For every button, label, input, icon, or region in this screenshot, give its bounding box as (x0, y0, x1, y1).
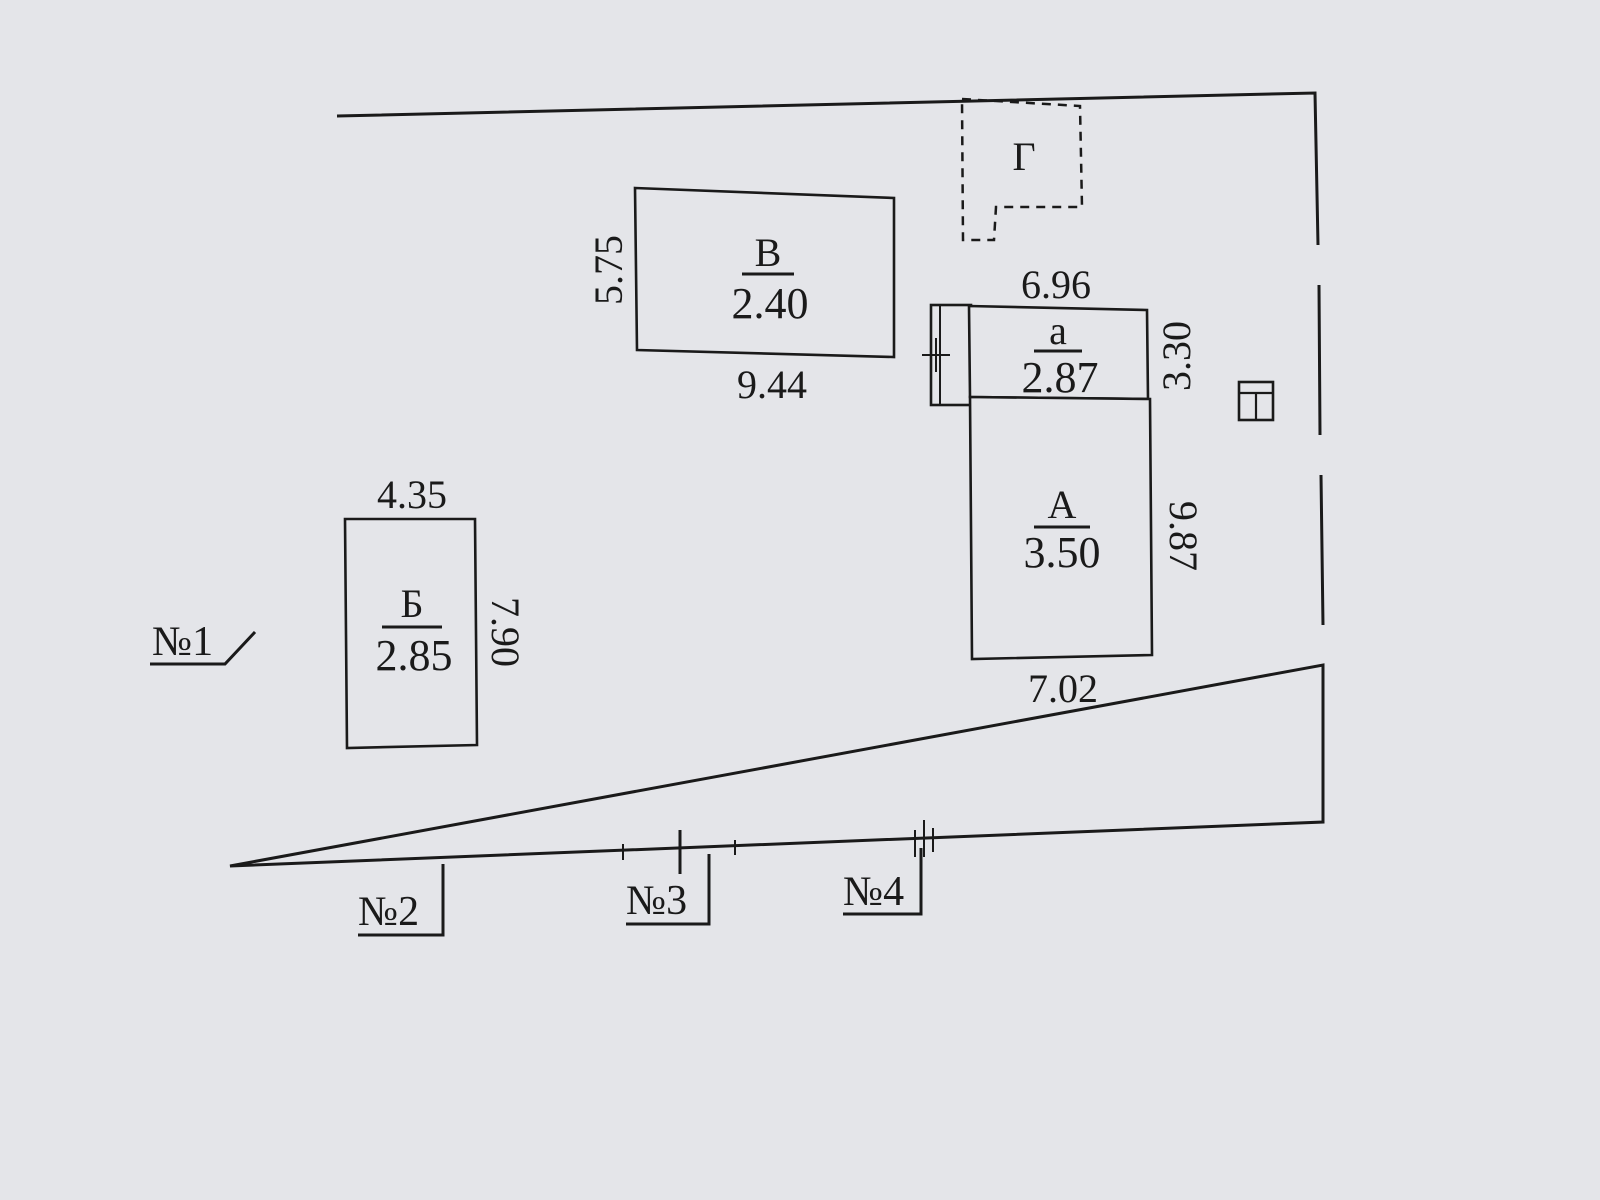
building-v-depth: 5.75 (586, 235, 631, 305)
building-b: 4.35 Б 2.85 7.90 (343, 472, 528, 750)
building-a-main: А 3.50 7.02 9.87 (968, 395, 1206, 711)
building-v-width: 9.44 (737, 362, 807, 407)
building-a-small: 6.96 а 2.87 3.30 (967, 262, 1199, 402)
building-a-small-name: а (1049, 308, 1067, 353)
building-a-main-depth: 9.87 (1161, 501, 1206, 571)
point-3: №3 (622, 830, 736, 926)
building-a-main-width: 7.02 (1028, 666, 1098, 711)
point-4: №4 (843, 820, 934, 916)
point-4-label: №4 (843, 869, 904, 915)
building-v-value: 2.40 (732, 279, 809, 328)
building-b-width: 4.35 (377, 472, 447, 517)
building-g: Г (960, 97, 1084, 242)
toilet-symbol (1237, 380, 1275, 422)
point-1: №1 (150, 619, 257, 666)
building-g-name: Г (1012, 134, 1035, 179)
point-2-label: №2 (358, 889, 419, 935)
building-a-main-value: 3.50 (1024, 528, 1101, 577)
point-2: №2 (358, 864, 445, 937)
building-a-main-name: А (1048, 482, 1077, 527)
building-a-small-value: 2.87 (1022, 353, 1099, 402)
building-a-small-width: 6.96 (1021, 262, 1091, 307)
building-v: В 2.40 9.44 5.75 (586, 186, 896, 407)
point-3-label: №3 (626, 878, 687, 924)
porch (922, 303, 973, 407)
building-b-value: 2.85 (376, 631, 453, 680)
building-a-small-depth: 3.30 (1154, 321, 1199, 391)
building-b-name: Б (401, 581, 424, 626)
plot-boundary (229, 91, 1325, 868)
building-b-depth: 7.90 (483, 597, 528, 667)
point-1-label: №1 (152, 619, 213, 665)
building-v-name: В (755, 230, 782, 275)
